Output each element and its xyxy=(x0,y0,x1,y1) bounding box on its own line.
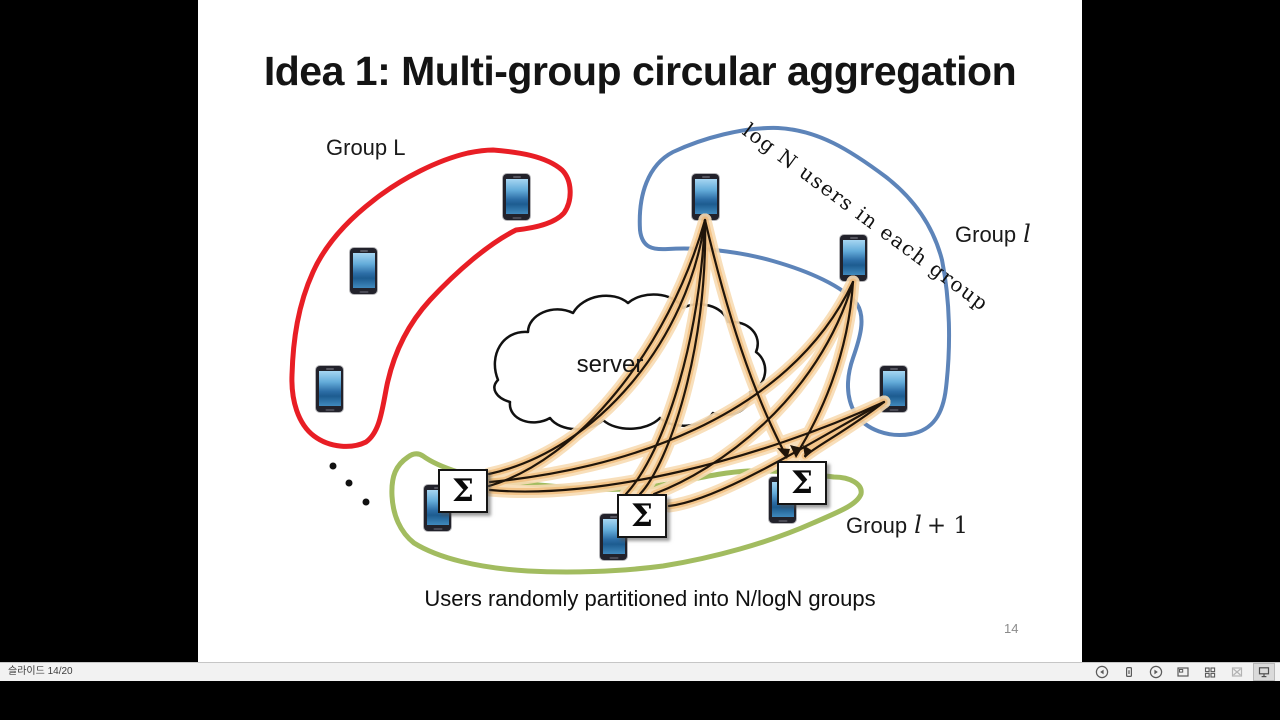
math-l: l xyxy=(914,511,922,539)
smartphone-icon xyxy=(692,174,719,220)
normal-view-button[interactable] xyxy=(1172,663,1194,681)
group-word: Group xyxy=(846,513,908,538)
smartphone-icon xyxy=(503,174,530,220)
presentation-slide: Idea 1: Multi-group circular aggregation xyxy=(198,0,1082,662)
sigma-symbol: Σ xyxy=(452,473,474,509)
presentation-status-bar: 슬라이드 14/20 xyxy=(0,662,1280,681)
aggregator-sigma-box: Σ xyxy=(438,469,488,513)
slide-sorter-button[interactable] xyxy=(1199,663,1221,681)
reading-view-icon xyxy=(1231,667,1243,677)
ellipsis-dot xyxy=(362,498,370,506)
slideshow-icon xyxy=(1258,667,1270,678)
slideshow-view-button[interactable] xyxy=(1253,663,1275,681)
slide-caption: Users randomly partitioned into N/logN g… xyxy=(424,586,876,611)
arrowheads xyxy=(777,445,813,459)
smartphone-icon xyxy=(880,366,907,412)
ellipsis-dot xyxy=(329,462,337,470)
slide-counter: 슬라이드 14/20 xyxy=(8,666,73,677)
reading-view-button[interactable] xyxy=(1226,663,1248,681)
server-label: server xyxy=(576,351,644,378)
status-bar-controls xyxy=(1091,663,1275,681)
sigma-symbol: Σ xyxy=(631,498,653,534)
aggregator-sigma-box: Σ xyxy=(617,494,667,538)
slide-title: Idea 1: Multi-group circular aggregation xyxy=(263,48,1017,94)
group-L-label: Group L xyxy=(326,135,406,160)
math-l: l xyxy=(1023,220,1031,248)
aggregation-flows-drawing xyxy=(482,213,891,513)
normal-view-icon xyxy=(1177,667,1189,677)
aggregator-sigma-box: Σ xyxy=(777,461,827,505)
math-plus-one: + 1 xyxy=(926,513,969,539)
smartphone-icon xyxy=(840,235,867,281)
slide-sorter-icon xyxy=(1204,667,1216,678)
previous-slide-icon xyxy=(1095,665,1109,679)
group-size-note: log N users in each group xyxy=(738,118,994,316)
group-word: Group xyxy=(955,222,1017,247)
ellipsis-dot xyxy=(345,479,353,487)
group-outlines-drawing xyxy=(289,125,952,575)
next-slide-button[interactable] xyxy=(1145,663,1167,681)
smartphone-icon xyxy=(316,366,343,412)
next-slide-icon xyxy=(1149,665,1163,679)
slide-page-number: 14 xyxy=(1004,621,1019,636)
sigma-symbol: Σ xyxy=(791,465,813,501)
previous-slide-button[interactable] xyxy=(1091,663,1113,681)
smartphone-icon xyxy=(350,248,377,294)
annotation-pen-button[interactable] xyxy=(1118,663,1140,681)
annotation-pen-icon xyxy=(1125,666,1133,678)
